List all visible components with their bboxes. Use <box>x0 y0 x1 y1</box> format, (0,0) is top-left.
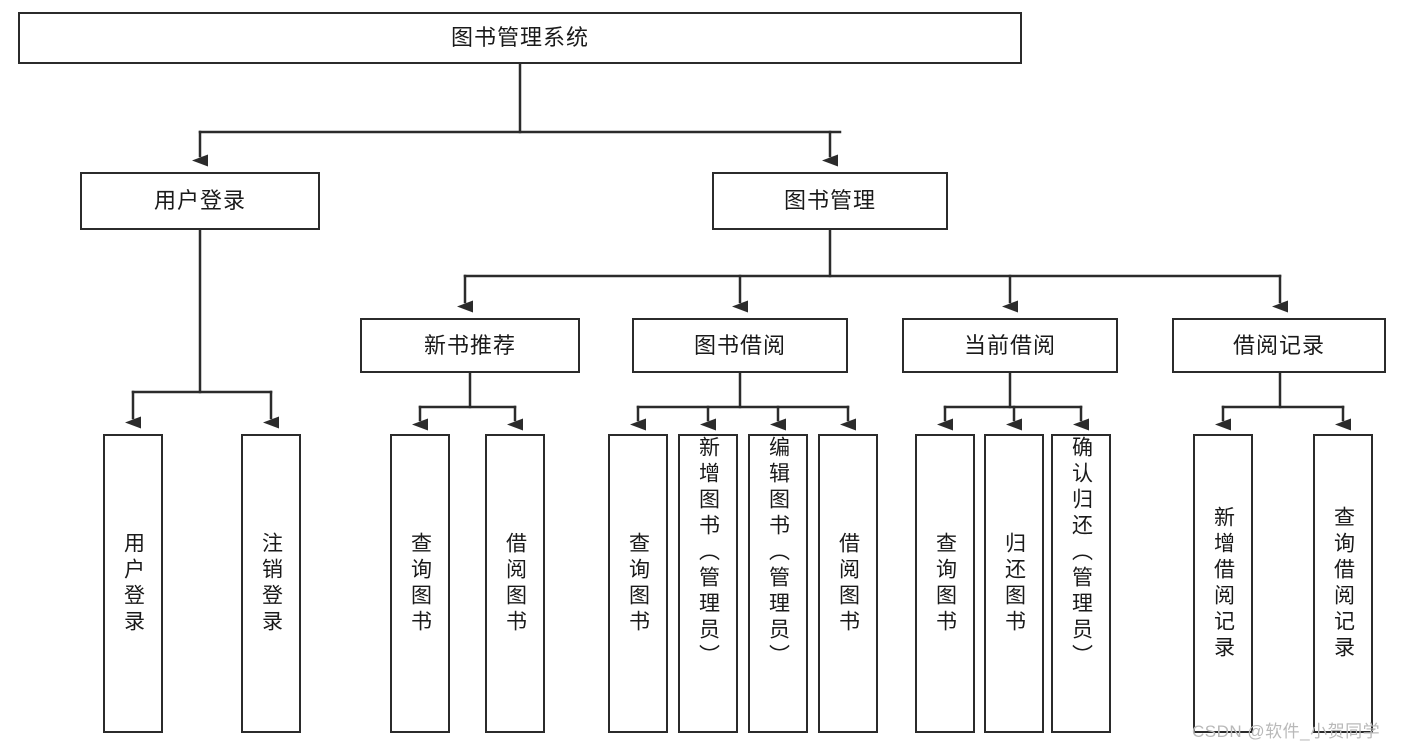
node-leaf-return-book[interactable]: 归还图书 <box>984 434 1044 733</box>
node-leaf-borrow-book-2-label: 借阅图书 <box>836 531 860 636</box>
node-leaf-user-logout[interactable]: 注销登录 <box>241 434 301 733</box>
node-book-borrow[interactable]: 图书借阅 <box>632 318 848 373</box>
node-book-borrow-label: 图书借阅 <box>693 332 786 358</box>
node-leaf-confirm-return-label: 确认归还（管理员） <box>1069 436 1093 670</box>
node-leaf-query-book-2[interactable]: 查询图书 <box>608 434 668 733</box>
node-leaf-add-book[interactable]: 新增图书（管理员） <box>678 434 738 733</box>
node-new-book-rec-label: 新书推荐 <box>423 332 516 358</box>
node-root-label: 图书管理系统 <box>450 25 589 51</box>
node-current-borrow[interactable]: 当前借阅 <box>902 318 1118 373</box>
node-leaf-confirm-return[interactable]: 确认归还（管理员） <box>1051 434 1111 733</box>
node-leaf-edit-book-label: 编辑图书（管理员） <box>766 436 790 670</box>
node-leaf-user-login-label: 用户登录 <box>121 531 145 636</box>
node-leaf-edit-book[interactable]: 编辑图书（管理员） <box>748 434 808 733</box>
node-leaf-user-logout-label: 注销登录 <box>259 531 283 636</box>
node-leaf-borrow-book-1-label: 借阅图书 <box>503 531 527 636</box>
node-leaf-add-record-label: 新增借阅记录 <box>1211 505 1235 662</box>
node-borrow-record-label: 借阅记录 <box>1232 332 1325 358</box>
node-current-borrow-label: 当前借阅 <box>963 332 1056 358</box>
node-leaf-borrow-book-1[interactable]: 借阅图书 <box>485 434 545 733</box>
node-leaf-query-book-3-label: 查询图书 <box>933 531 957 636</box>
node-leaf-query-record[interactable]: 查询借阅记录 <box>1313 434 1373 733</box>
node-leaf-add-book-label: 新增图书（管理员） <box>696 436 720 670</box>
node-leaf-query-book-1[interactable]: 查询图书 <box>390 434 450 733</box>
node-borrow-record[interactable]: 借阅记录 <box>1172 318 1386 373</box>
node-leaf-user-login[interactable]: 用户登录 <box>103 434 163 733</box>
node-leaf-borrow-book-2[interactable]: 借阅图书 <box>818 434 878 733</box>
node-leaf-add-record[interactable]: 新增借阅记录 <box>1193 434 1253 733</box>
node-leaf-query-record-label: 查询借阅记录 <box>1331 505 1355 662</box>
node-user-login[interactable]: 用户登录 <box>80 172 320 230</box>
node-new-book-rec[interactable]: 新书推荐 <box>360 318 580 373</box>
node-user-login-label: 用户登录 <box>153 188 246 214</box>
node-leaf-query-book-2-label: 查询图书 <box>626 531 650 636</box>
node-leaf-return-book-label: 归还图书 <box>1002 531 1026 636</box>
node-leaf-query-book-3[interactable]: 查询图书 <box>915 434 975 733</box>
node-book-manage-label: 图书管理 <box>783 188 876 214</box>
node-book-manage[interactable]: 图书管理 <box>712 172 948 230</box>
node-leaf-query-book-1-label: 查询图书 <box>408 531 432 636</box>
node-root[interactable]: 图书管理系统 <box>18 12 1022 64</box>
